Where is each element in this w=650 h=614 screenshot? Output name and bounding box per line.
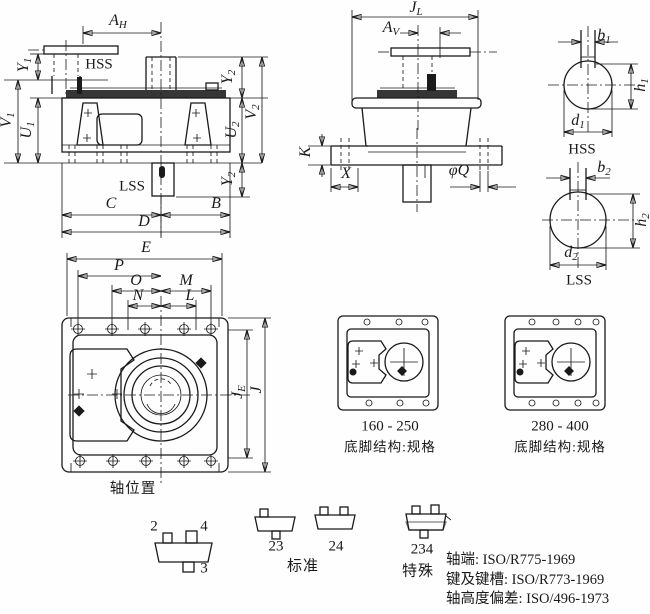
dim-label-v2: V2 bbox=[243, 104, 262, 120]
dim-label-c: C bbox=[105, 195, 117, 212]
dim-label-d: D bbox=[138, 213, 150, 230]
dim-label-v1: V1 bbox=[0, 112, 17, 127]
dim-label-o: O bbox=[130, 272, 142, 289]
arrangement-number-234: 234 bbox=[410, 541, 434, 558]
shaft-section-lss bbox=[542, 162, 640, 270]
dim-label-y1: Y1 bbox=[15, 57, 34, 73]
arrangement-number-23: 23 bbox=[268, 538, 284, 555]
front-elevation-view bbox=[4, 22, 268, 238]
arrangement-number-24: 24 bbox=[328, 538, 344, 555]
shaft-section-hss bbox=[548, 26, 640, 137]
dim-label-m: M bbox=[179, 272, 193, 289]
side-elevation-view bbox=[308, 10, 516, 212]
foot-structure-280-400 bbox=[504, 315, 606, 411]
dim-label-b2: b2 bbox=[597, 159, 611, 178]
dim-label-x: X bbox=[341, 165, 351, 182]
foot-range-280-400: 280 - 400 bbox=[531, 418, 589, 435]
dim-label-u2: U2 bbox=[223, 121, 242, 139]
foot-range-160-250: 160 - 250 bbox=[361, 418, 419, 435]
dim-label-y2-top: Y2 bbox=[219, 69, 238, 85]
dim-label-u1: U1 bbox=[18, 121, 37, 139]
arrangement-number-2: 2 bbox=[150, 518, 158, 535]
dim-label-jl: JL bbox=[409, 0, 423, 18]
dim-label-p: P bbox=[114, 257, 124, 274]
dim-label-y2-bottom: Y2 bbox=[219, 171, 238, 187]
iso-standards-block: 轴端: ISO/R775-1969 键及键槽: ISO/R773-1969 轴高… bbox=[446, 551, 609, 610]
arrangement-number-4: 4 bbox=[200, 518, 208, 535]
arrangement-number-3: 3 bbox=[200, 560, 208, 577]
dim-label-phi-q: φQ bbox=[448, 162, 470, 179]
iso-standard-shaft-height: 轴高度偏差: ISO/496-1973 bbox=[446, 591, 610, 607]
foot-caption-160-250: 底脚结构:规格 bbox=[344, 439, 436, 455]
foot-structure-160-250 bbox=[337, 315, 439, 411]
dim-label-je: JE bbox=[229, 385, 248, 399]
foot-caption-280-400: 底脚结构:规格 bbox=[514, 439, 606, 455]
label-lss-front: LSS bbox=[119, 178, 145, 195]
dim-label-b1: b1 bbox=[597, 27, 611, 46]
dim-label-k: K bbox=[297, 146, 314, 158]
dim-label-d2: d2 bbox=[564, 244, 578, 263]
dim-label-n: N bbox=[132, 287, 144, 304]
dim-label-b: B bbox=[211, 195, 221, 212]
caption-special: 特殊 bbox=[401, 563, 435, 580]
caption-shaft-position: 轴位置 bbox=[109, 480, 157, 497]
dim-label-h2: h2 bbox=[633, 213, 650, 227]
dim-label-av: AV bbox=[382, 19, 400, 38]
dim-label-h1: h1 bbox=[632, 78, 650, 92]
dim-label-ah: AH bbox=[109, 12, 127, 31]
dim-label-d1: d1 bbox=[571, 112, 585, 131]
plan-view bbox=[61, 253, 271, 484]
dim-label-j: J bbox=[248, 386, 265, 394]
iso-standard-shaft-end: 轴端: ISO/R775-1969 bbox=[446, 552, 576, 568]
iso-standard-key-keyway: 键及键槽: ISO/R773-1969 bbox=[446, 571, 605, 588]
dim-label-e: E bbox=[141, 239, 151, 256]
label-hss-front: HSS bbox=[85, 56, 113, 73]
shaft-arrangement-icons bbox=[154, 504, 452, 573]
dim-label-l: L bbox=[185, 287, 195, 304]
label-lss-section: LSS bbox=[566, 272, 592, 289]
caption-standard: 标准 bbox=[286, 558, 320, 575]
label-hss-section: HSS bbox=[568, 141, 596, 158]
